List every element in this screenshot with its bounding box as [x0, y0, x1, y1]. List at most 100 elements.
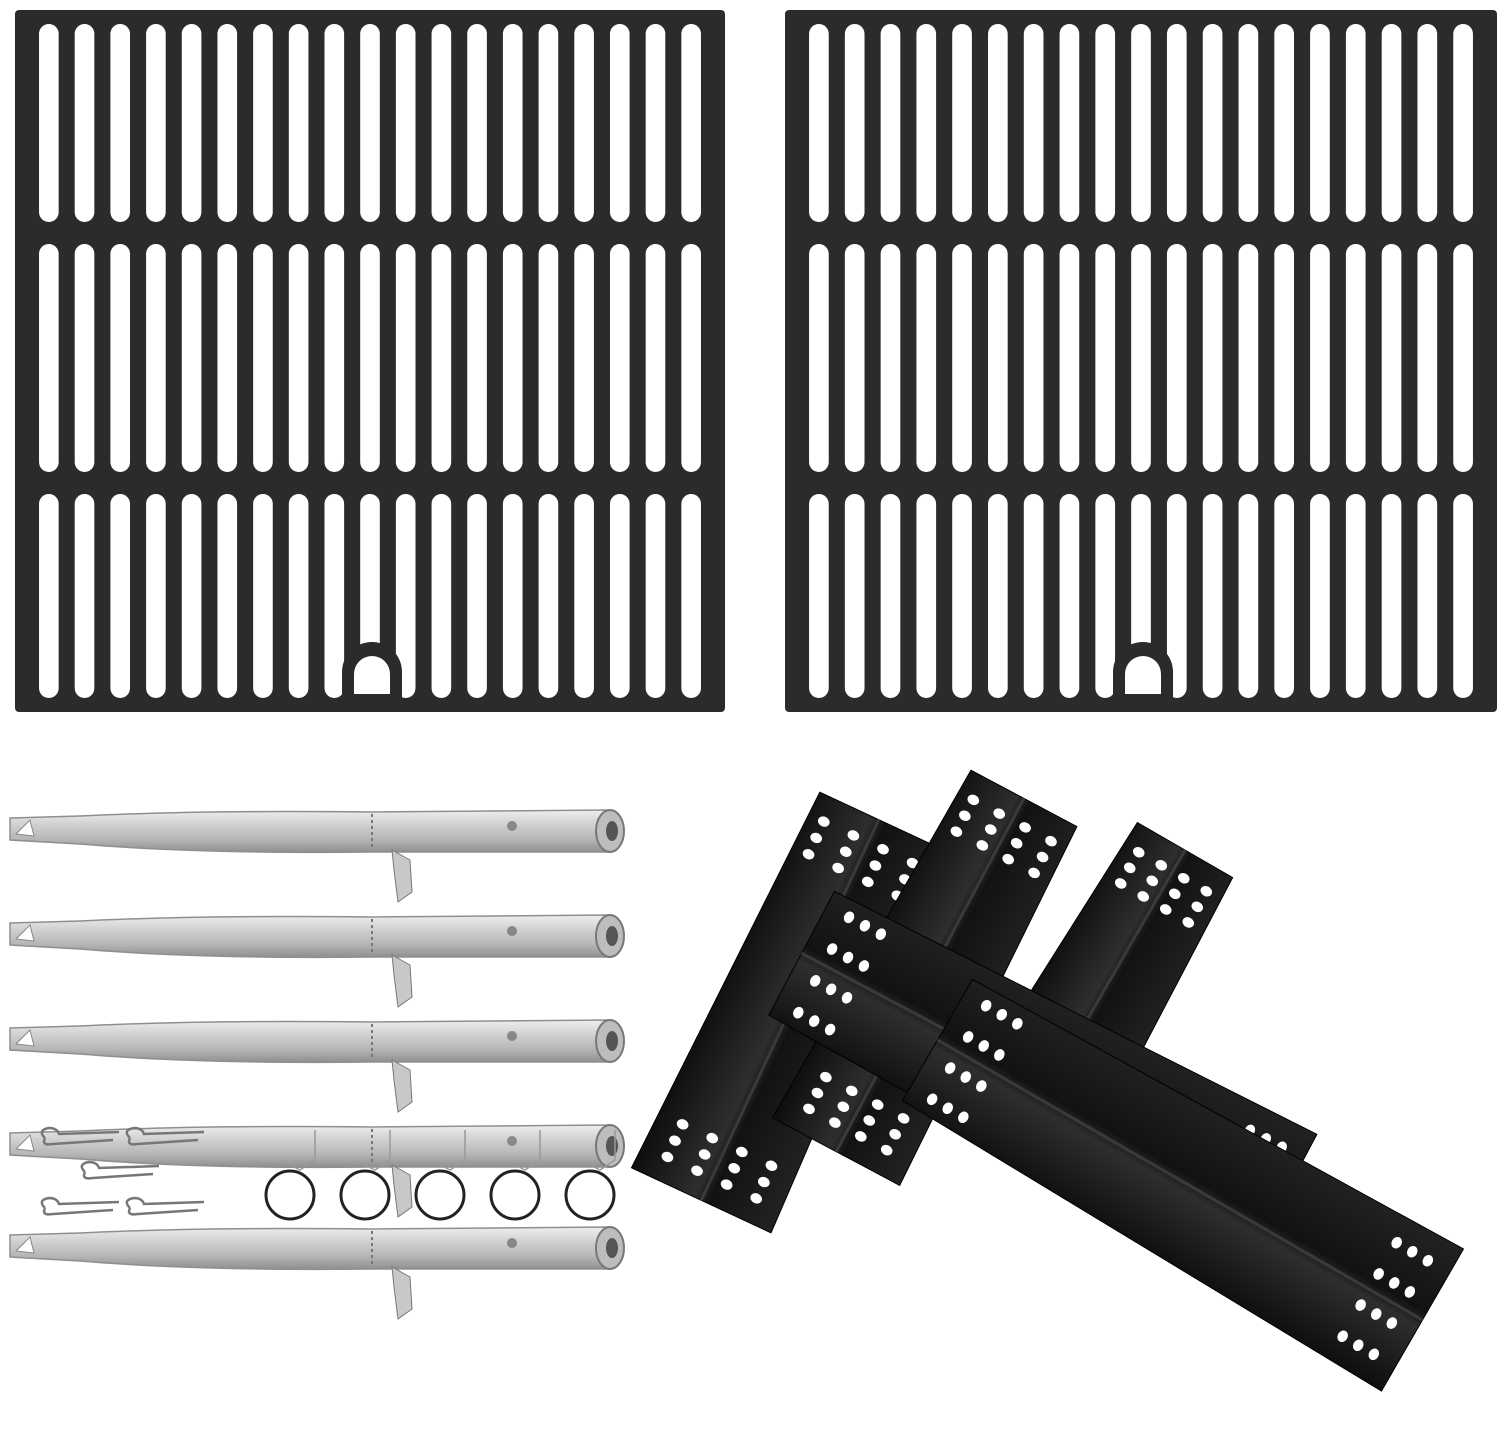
- grate-slot: [1345, 24, 1366, 222]
- tube-tab: [14, 924, 35, 942]
- plate-hole: [706, 1132, 719, 1144]
- plate-hole: [1028, 867, 1040, 879]
- grate-slot: [1453, 494, 1473, 698]
- cotter-pin: [125, 1126, 205, 1146]
- cooking-grates: [15, 10, 1497, 712]
- grate-slot: [1202, 24, 1223, 222]
- plate-hole: [793, 1006, 804, 1019]
- plate-hole: [1391, 1236, 1402, 1249]
- grate-slot: [324, 24, 345, 222]
- tube-bracket: [391, 1059, 413, 1113]
- grate-slot: [360, 24, 380, 222]
- plate-hole: [817, 816, 830, 827]
- grate-slot: [681, 24, 701, 222]
- tube-body: [9, 809, 611, 854]
- grate-slot: [1345, 244, 1366, 472]
- plate-hole: [861, 876, 874, 888]
- grate-slot: [1131, 24, 1151, 222]
- tube-screw: [507, 1238, 517, 1248]
- plate-hole: [1114, 878, 1127, 889]
- plate-hole: [661, 1151, 674, 1163]
- plate-hole: [1045, 835, 1057, 847]
- plate-hole: [1386, 1317, 1398, 1329]
- plate-hole: [802, 849, 815, 860]
- grate-slot: [1417, 24, 1438, 222]
- tube-body: [9, 1019, 611, 1064]
- grate-slot: [1453, 244, 1473, 472]
- plate-hole: [980, 999, 992, 1012]
- grate-slot: [110, 244, 131, 472]
- grate-slot: [880, 494, 901, 698]
- tube-body: [9, 1124, 611, 1169]
- grate-slot: [253, 24, 273, 222]
- grate-slot: [324, 244, 345, 472]
- tube-tab: [14, 1236, 35, 1254]
- plate-hole: [880, 1144, 893, 1156]
- tube-screw: [507, 1136, 517, 1146]
- grate-slot: [1310, 494, 1330, 698]
- grate-slot: [431, 24, 452, 222]
- plate-hole: [829, 1117, 841, 1128]
- grate-slot: [1023, 494, 1044, 698]
- grate-slot: [1095, 244, 1116, 472]
- plate-hole: [720, 1179, 733, 1190]
- plate-hole: [871, 1099, 884, 1110]
- plate-hole: [1019, 822, 1031, 833]
- grate-slot: [39, 244, 59, 472]
- grate-slot: [1166, 24, 1187, 222]
- grate-slot: [645, 494, 666, 698]
- plate-hole: [993, 808, 1006, 819]
- plate-hole: [967, 794, 980, 806]
- wire-lead: [439, 1130, 466, 1171]
- grate-slot: [574, 244, 594, 472]
- grate-slot: [1023, 244, 1044, 472]
- wire-lead: [364, 1130, 391, 1171]
- burner-tube: [9, 1019, 625, 1113]
- plate-hole: [698, 1149, 711, 1160]
- wire-loop: [339, 1169, 391, 1221]
- cotter-pin: [40, 1196, 120, 1216]
- plate-hole: [820, 1071, 832, 1083]
- plate-hole: [869, 860, 882, 871]
- plate-hole: [959, 810, 971, 821]
- grate-slot: [538, 244, 559, 472]
- grate-slot: [1059, 244, 1080, 472]
- grate-slot: [467, 24, 487, 222]
- plate-hole: [906, 857, 919, 869]
- crossover-wires: [264, 1130, 616, 1221]
- grate-slot: [1238, 494, 1259, 698]
- grate-slot: [952, 24, 972, 222]
- grate-slot: [39, 24, 59, 222]
- grate-slot: [1202, 494, 1223, 698]
- grate-slot: [288, 494, 309, 698]
- tube-bracket: [391, 954, 413, 1008]
- plate-hole: [1388, 1277, 1400, 1289]
- grate-slot: [1274, 244, 1294, 472]
- wire-lead: [589, 1130, 616, 1171]
- plate-hole: [839, 846, 852, 857]
- plate-hole: [897, 1113, 910, 1124]
- tube-bracket: [391, 1164, 413, 1218]
- grate-slot: [809, 24, 829, 222]
- grate-slot: [110, 494, 131, 698]
- grate-slot: [74, 244, 95, 472]
- grate-slot: [467, 494, 487, 698]
- tube-screw: [507, 821, 517, 831]
- grate-slot: [809, 494, 829, 698]
- plate-hole: [1355, 1299, 1366, 1311]
- grate-slot: [431, 244, 452, 472]
- grate-slot: [916, 244, 937, 472]
- plate-hole: [1352, 1339, 1364, 1352]
- grate-slot: [988, 24, 1008, 222]
- tube-opening: [606, 821, 618, 841]
- tube-opening: [606, 926, 618, 946]
- heat-plates: [630, 769, 1465, 1392]
- tube-opening: [606, 1238, 618, 1258]
- grate-slot: [146, 494, 166, 698]
- plate-hole: [942, 1102, 954, 1115]
- grate-slot: [288, 244, 309, 472]
- plate-hole: [1406, 1245, 1418, 1258]
- plate-hole: [1368, 1348, 1380, 1361]
- crossover-wire: [564, 1130, 616, 1221]
